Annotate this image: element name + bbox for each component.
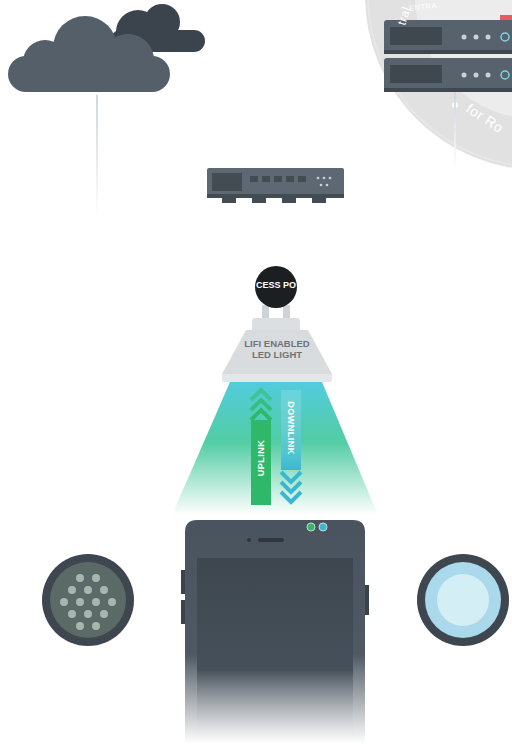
- smartphone: [181, 520, 369, 744]
- signal-label: UPLINK: [256, 440, 266, 477]
- access-point: CESS PO: [255, 266, 297, 308]
- downlink-arrow: [281, 390, 301, 502]
- network-switch: [207, 168, 344, 203]
- watermark-seal: [365, 0, 512, 170]
- cloud-icon: [8, 4, 205, 92]
- uplink-arrow: [251, 390, 271, 505]
- device-label: CESS PO: [255, 280, 297, 290]
- light-beam: [172, 382, 378, 515]
- led-array-icon: [42, 554, 134, 646]
- watermark-text: tral: [394, 5, 413, 27]
- wire: [454, 92, 456, 172]
- watermark-text: for Ro: [463, 100, 506, 136]
- bulb-socket: [252, 305, 300, 332]
- led-light: LIFI ENABLED LED LIGHT: [222, 330, 332, 374]
- wire: [96, 95, 98, 220]
- photodiode-icon: [417, 554, 509, 646]
- device-label: LIFI ENABLED LED LIGHT: [239, 339, 315, 361]
- signal-label: DOWNLINK: [286, 401, 296, 455]
- server-rack: [384, 20, 512, 92]
